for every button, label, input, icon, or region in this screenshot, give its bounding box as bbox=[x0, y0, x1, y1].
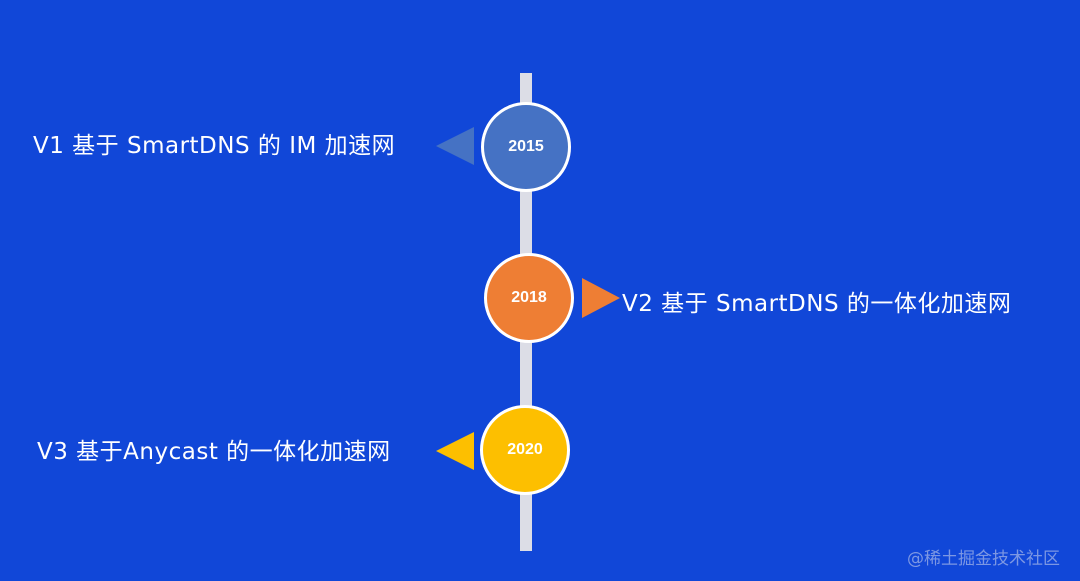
year-label: 2020 bbox=[507, 441, 543, 458]
pointer-right-icon bbox=[582, 278, 620, 318]
timeline-node-2020: 2020 bbox=[480, 405, 570, 495]
watermark: @稀土掘金技术社区 bbox=[907, 549, 1060, 569]
year-label: 2015 bbox=[508, 138, 544, 155]
timeline-label-v2: V2 基于 SmartDNS 的一体化加速网 bbox=[622, 291, 1012, 317]
timeline-node-2018: 2018 bbox=[484, 253, 574, 343]
pointer-left-icon bbox=[436, 127, 474, 165]
timeline-node-2015: 2015 bbox=[481, 102, 571, 192]
pointer-left-icon bbox=[436, 432, 474, 470]
year-label: 2018 bbox=[511, 289, 547, 306]
timeline-label-v3: V3 基于Anycast 的一体化加速网 bbox=[37, 439, 391, 465]
timeline-label-v1: V1 基于 SmartDNS 的 IM 加速网 bbox=[33, 133, 396, 159]
